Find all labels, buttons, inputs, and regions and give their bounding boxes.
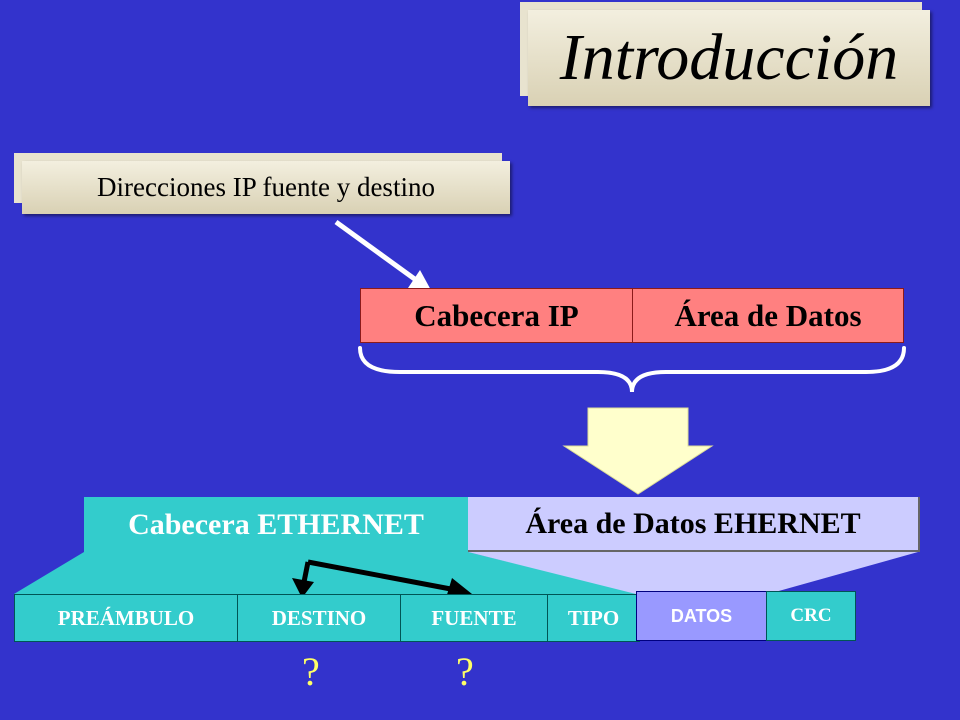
destino-fuente-arrows: [292, 559, 472, 598]
ip-data-cell: Área de Datos: [632, 288, 904, 343]
title-plaque: Introducción: [528, 10, 930, 106]
down-block-arrow: [562, 407, 714, 495]
ethernet-header-cell: Cabecera ETHERNET: [84, 497, 468, 552]
ip-addresses-label: Direcciones IP fuente y destino: [97, 172, 435, 202]
frame-field-tipo: TIPO: [547, 594, 640, 642]
ethernet-header-funnel: [14, 552, 640, 594]
question-mark-destino: ?: [302, 649, 320, 694]
frame-field-preambulo: PREÁMBULO: [14, 594, 238, 642]
label-to-header-arrow: [334, 219, 432, 292]
frame-field-datos: DATOS: [636, 591, 767, 641]
ip-header-cell: Cabecera IP: [360, 288, 633, 343]
frame-field-destino: DESTINO: [237, 594, 401, 642]
frame-field-fuente: FUENTE: [400, 594, 548, 642]
frame-field-crc: CRC: [766, 591, 856, 641]
ip-packet-brace: [358, 346, 906, 393]
question-mark-fuente: ?: [456, 649, 474, 694]
ethernet-data-funnel: [468, 552, 918, 594]
page-title: Introducción: [559, 21, 899, 94]
ip-label-plaque: Direcciones IP fuente y destino: [22, 161, 510, 214]
ethernet-data-cell: Área de Datos EHERNET: [468, 497, 920, 552]
